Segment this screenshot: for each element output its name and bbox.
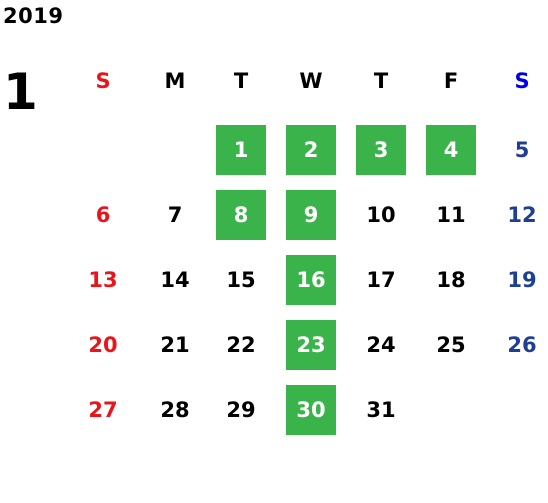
day-cell-24[interactable]: 24 [366,333,396,357]
day-cell-16[interactable]: 16 [286,255,336,305]
year-label: 2019 [3,4,64,28]
day-cell-6[interactable]: 6 [95,203,111,227]
day-cell-13[interactable]: 13 [88,268,118,292]
day-cell-3[interactable]: 3 [356,125,406,175]
weekday-header-wed: W [299,69,323,93]
weekday-header-mon: M [164,69,186,93]
weekday-header-sun: S [95,69,111,93]
day-cell-29[interactable]: 29 [226,398,256,422]
day-cell-10[interactable]: 10 [366,203,396,227]
weekday-header-fri: F [443,69,459,93]
day-cell-31[interactable]: 31 [366,398,396,422]
day-cell-28[interactable]: 28 [160,398,190,422]
day-cell-1[interactable]: 1 [216,125,266,175]
day-cell-22[interactable]: 22 [226,333,256,357]
day-cell-7[interactable]: 7 [167,203,183,227]
weekday-header-thu: T [373,69,389,93]
day-cell-4[interactable]: 4 [426,125,476,175]
day-cell-21[interactable]: 21 [160,333,190,357]
day-cell-30[interactable]: 30 [286,385,336,435]
day-cell-12[interactable]: 12 [507,203,537,227]
day-cell-2[interactable]: 2 [286,125,336,175]
day-cell-5[interactable]: 5 [514,138,530,162]
weekday-header-tue: T [233,69,249,93]
day-cell-11[interactable]: 11 [436,203,466,227]
day-cell-14[interactable]: 14 [160,268,190,292]
day-cell-25[interactable]: 25 [436,333,466,357]
day-cell-17[interactable]: 17 [366,268,396,292]
day-cell-19[interactable]: 19 [507,268,537,292]
day-cell-26[interactable]: 26 [507,333,537,357]
day-cell-18[interactable]: 18 [436,268,466,292]
month-label: 1 [3,63,38,121]
day-cell-23[interactable]: 23 [286,320,336,370]
day-cell-8[interactable]: 8 [216,190,266,240]
day-cell-9[interactable]: 9 [286,190,336,240]
weekday-header-sat: S [514,69,530,93]
day-cell-15[interactable]: 15 [226,268,256,292]
day-cell-20[interactable]: 20 [88,333,118,357]
day-cell-27[interactable]: 27 [88,398,118,422]
